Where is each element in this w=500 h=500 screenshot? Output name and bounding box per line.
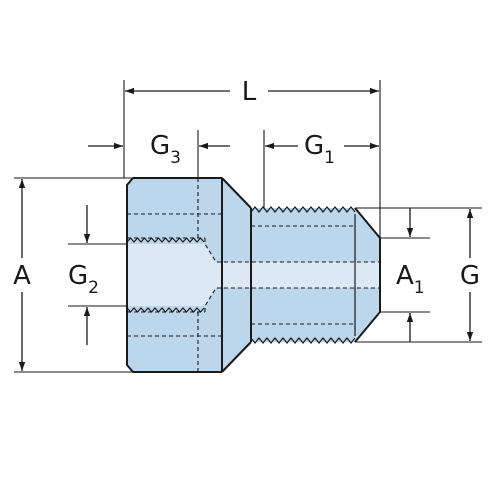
bore-step-bottom: [204, 287, 380, 312]
bore: [127, 244, 380, 306]
label-g: G: [460, 261, 480, 291]
label-a: A: [13, 261, 31, 291]
label-l: L: [242, 77, 257, 107]
hex-chamfer-top: [221, 177, 252, 209]
bore-step-top: [204, 238, 380, 263]
label-a1: A1: [396, 261, 425, 298]
label-g1: G1: [304, 131, 335, 168]
male-thread-bottom: [250, 337, 356, 344]
label-g3: G3: [150, 131, 181, 168]
nose-tip: [354, 207, 381, 343]
hex-chamfer-bottom: [221, 341, 252, 373]
hex-outline: [126, 177, 222, 373]
male-thread-top: [250, 206, 356, 213]
label-g2: G2: [68, 261, 99, 298]
